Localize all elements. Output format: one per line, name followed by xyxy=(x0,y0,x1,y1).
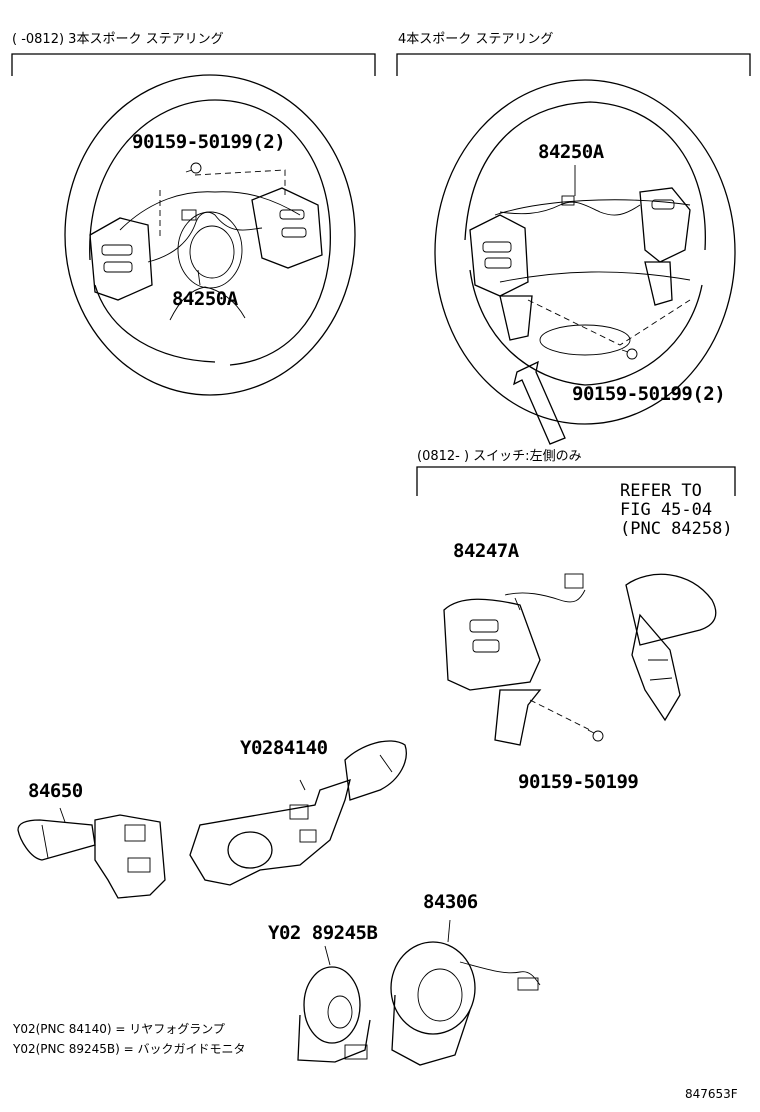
refer-note-line1: REFER TO xyxy=(620,481,702,501)
bracket-left xyxy=(11,53,376,76)
header-switch-note: (0812- ) スイッチ:左側のみ xyxy=(417,449,582,464)
refer-note-line2: FIG 45-04 xyxy=(620,500,713,520)
switch-84247A xyxy=(443,573,604,746)
part-label-sensor: Y02 89245B xyxy=(268,922,378,944)
bracket-right xyxy=(396,53,751,76)
part-label-combo-switch: Y0284140 xyxy=(240,737,328,759)
combination-switch xyxy=(189,740,407,886)
figure-code: 847653F xyxy=(685,1087,738,1101)
header-4-spoke: 4本スポーク ステアリング xyxy=(398,32,554,47)
part-label-screw-left: 90159-50199(2) xyxy=(132,131,286,153)
part-label-screw-single: 90159-50199 xyxy=(518,771,639,793)
part-label-switch-right: 84250A xyxy=(538,141,604,163)
part-label-screw-right: 90159-50199(2) xyxy=(572,383,726,405)
sensor-89245B xyxy=(297,945,371,1063)
legend-line-1: Y02(PNC 84140) = リヤフォグランプ xyxy=(13,1022,225,1036)
refer-note-line3: (PNC 84258) xyxy=(620,519,733,539)
part-label-spiral-cable: 84306 xyxy=(423,891,478,913)
part-label-wiper-switch: 84650 xyxy=(28,780,83,802)
steering-wheel-4-spoke xyxy=(434,79,736,445)
legend-line-2: Y02(PNC 89245B) = バックガイドモニタ xyxy=(13,1042,246,1056)
wiper-switch-84650 xyxy=(17,807,166,899)
bracket-switch xyxy=(416,466,736,496)
spiral-cable-84306 xyxy=(390,919,541,1066)
steering-wheel-3-spoke xyxy=(64,74,356,396)
part-label-switch-left: 84250A xyxy=(172,288,238,310)
part-label-switch-single: 84247A xyxy=(453,540,519,562)
header-3-spoke: ( -0812) 3本スポーク ステアリング xyxy=(12,32,224,47)
switch-cover-84258 xyxy=(625,573,717,722)
